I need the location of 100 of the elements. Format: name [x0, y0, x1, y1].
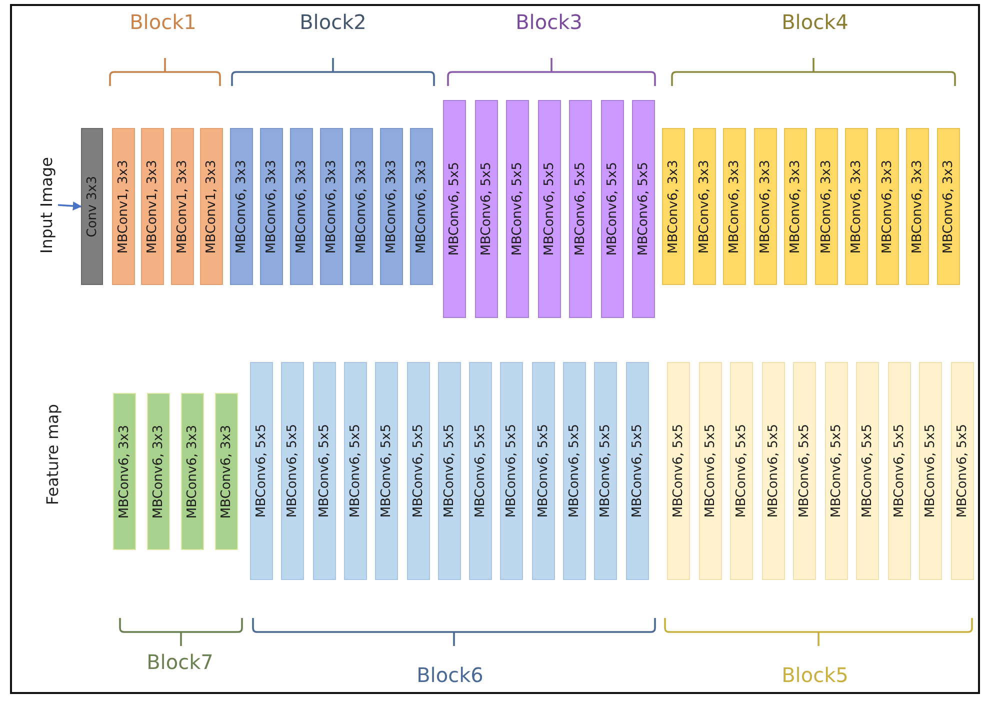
layer-label: MBConv6, 5x5: [599, 424, 612, 518]
arrow: [58, 201, 82, 210]
mbconv-layer-block: [754, 128, 777, 285]
layer-label: MBConv6, 3x3: [152, 424, 165, 518]
mbconv-layer-block: [730, 362, 753, 580]
mbconv-layer-block: [784, 128, 807, 285]
layer-label: MBConv6, 5x5: [568, 424, 581, 518]
mbconv-layer-block: [290, 128, 313, 285]
block-heading: Block1: [128, 10, 198, 34]
mbconv-layer-block: [856, 362, 879, 580]
layer-label: MBConv6, 3x3: [235, 160, 248, 254]
layer-label: MBConv6, 3x3: [667, 160, 680, 254]
mbconv-layer-block: [762, 362, 785, 580]
block-heading: Block4: [780, 10, 850, 34]
mbconv-layer-block: [313, 362, 336, 580]
mbconv-layer-block: [506, 100, 529, 318]
block-heading: Block7: [146, 650, 214, 674]
conv-layer-block: [81, 128, 103, 285]
mbconv-layer-block: [375, 362, 398, 580]
mbconv-layer-block: [147, 393, 170, 550]
layer-label: MBConv6, 5x5: [924, 424, 937, 518]
block-heading: Block3: [514, 10, 584, 34]
mbconv-layer-block: [825, 362, 848, 580]
mbconv-layer-block: [699, 362, 722, 580]
mbconv-layer-block: [410, 128, 433, 285]
layer-label: MBConv6, 5x5: [448, 162, 461, 256]
mbconv-layer-block: [563, 362, 586, 580]
layer-label: MBConv6, 5x5: [474, 424, 487, 518]
layer-label: MBConv6, 3x3: [415, 160, 428, 254]
layer-label: MBConv6, 3x3: [942, 160, 955, 254]
layer-label: MBConv6, 3x3: [759, 160, 772, 254]
mbconv-layer-block: [667, 362, 690, 580]
mbconv-layer-block: [380, 128, 403, 285]
mbconv-layer-block: [500, 362, 523, 580]
mbconv-layer-block: [112, 128, 135, 285]
mbconv-layer-block: [662, 128, 685, 285]
layer-label: MBConv6, 5x5: [318, 424, 331, 518]
layer-label: MBConv6, 3x3: [881, 160, 894, 254]
block-heading: Block2: [298, 10, 368, 34]
mbconv-layer-block: [693, 128, 716, 285]
mbconv-layer-block: [438, 362, 461, 580]
output-label: Feature map: [45, 404, 61, 506]
mbconv-layer-block: [141, 128, 164, 285]
mbconv-layer-block: [937, 128, 960, 285]
layer-label: MBConv6, 3x3: [220, 424, 233, 518]
mbconv-layer-block: [626, 362, 649, 580]
mbconv-layer-block: [569, 100, 592, 318]
mbconv-layer-block: [181, 393, 204, 550]
layer-label: MBConv6, 5x5: [412, 424, 425, 518]
layer-label: MBConv6, 5x5: [286, 424, 299, 518]
layer-label: MBConv6, 5x5: [672, 424, 685, 518]
layer-label: MBConv6, 3x3: [911, 160, 924, 254]
layer-label: MBConv6, 3x3: [789, 160, 802, 254]
layer-label: MBConv6, 5x5: [537, 424, 550, 518]
layer-label: MBConv6, 5x5: [443, 424, 456, 518]
mbconv-layer-block: [250, 362, 273, 580]
layer-label: MBConv6, 5x5: [606, 162, 619, 256]
mbconv-layer-block: [215, 393, 238, 550]
layer-label: MBConv6, 5x5: [861, 424, 874, 518]
layer-label: MBConv6, 3x3: [850, 160, 863, 254]
layer-label: MBConv6, 5x5: [704, 424, 717, 518]
layer-label: MBConv6, 3x3: [265, 160, 278, 254]
layer-label: MBConv1, 3x3: [205, 160, 218, 254]
mbconv-layer-block: [594, 362, 617, 580]
mbconv-layer-block: [919, 362, 942, 580]
mbconv-layer-block: [951, 362, 974, 580]
layer-label: MBConv6, 5x5: [511, 162, 524, 256]
mbconv-layer-block: [475, 100, 498, 318]
mbconv-layer-block: [281, 362, 304, 580]
mbconv-layer-block: [344, 362, 367, 580]
layer-label: MBConv6, 5x5: [631, 424, 644, 518]
mbconv-layer-block: [906, 128, 929, 285]
layer-label: MBConv6, 5x5: [574, 162, 587, 256]
layer-label: MBConv6, 5x5: [349, 424, 362, 518]
mbconv-layer-block: [171, 128, 194, 285]
layer-label: MBConv6, 5x5: [380, 424, 393, 518]
mbconv-layer-block: [723, 128, 746, 285]
layer-label: MBConv6, 5x5: [735, 424, 748, 518]
input-label: Input Image: [39, 156, 55, 254]
mbconv-layer-block: [230, 128, 253, 285]
layer-label: MBConv6, 5x5: [767, 424, 780, 518]
block-heading: Block5: [780, 663, 850, 687]
layer-label: MBConv6, 3x3: [385, 160, 398, 254]
layer-label: Conv 3x3: [86, 176, 98, 238]
layer-label: MBConv6, 5x5: [480, 162, 493, 256]
mbconv-layer-block: [538, 100, 561, 318]
layer-label: MBConv6, 5x5: [798, 424, 811, 518]
mbconv-layer-block: [888, 362, 911, 580]
layer-label: MBConv6, 5x5: [543, 162, 556, 256]
mbconv-layer-block: [200, 128, 223, 285]
layer-label: MBConv6, 3x3: [820, 160, 833, 254]
mbconv-layer-block: [113, 393, 136, 550]
mbconv-layer-block: [407, 362, 430, 580]
mbconv-layer-block: [601, 100, 624, 318]
layer-label: MBConv6, 5x5: [637, 162, 650, 256]
mbconv-layer-block: [815, 128, 838, 285]
layer-label: MBConv1, 3x3: [117, 160, 130, 254]
mbconv-layer-block: [632, 100, 655, 318]
layer-label: MBConv6, 3x3: [728, 160, 741, 254]
layer-label: MBConv6, 3x3: [355, 160, 368, 254]
